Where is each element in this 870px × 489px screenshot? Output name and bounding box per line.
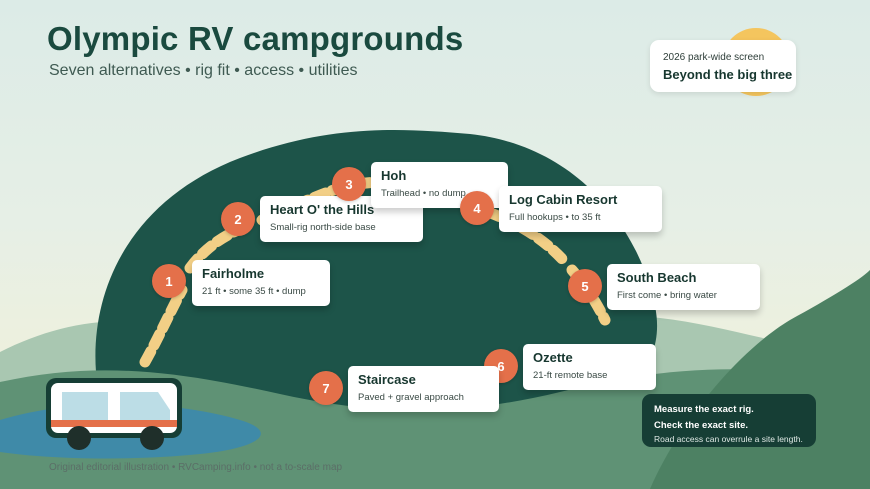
page-title: Olympic RV campgrounds bbox=[47, 20, 464, 57]
stop-pin-4: 4 bbox=[460, 191, 494, 225]
stop-card-ozette: Ozette 21-ft remote base bbox=[523, 344, 656, 390]
rv-icon bbox=[46, 378, 182, 450]
stop-name: Staircase bbox=[358, 372, 416, 387]
stop-name: Heart O' the Hills bbox=[270, 202, 375, 217]
stop-name: Fairholme bbox=[202, 266, 265, 281]
badge-big-text: Beyond the big three bbox=[663, 67, 793, 82]
stop-card-log-cabin-resort: Log Cabin Resort Full hookups • to 35 ft bbox=[499, 186, 662, 232]
stop-pin-5: 5 bbox=[568, 269, 602, 303]
stop-note: 21 ft • some 35 ft • dump bbox=[202, 286, 306, 297]
stop-pin-2: 2 bbox=[221, 202, 255, 236]
stop-note: Trailhead • no dump bbox=[381, 188, 466, 199]
stop-note: Small-rig north-side base bbox=[270, 222, 376, 233]
stop-name: Log Cabin Resort bbox=[509, 192, 618, 207]
stop-note: Paved + gravel approach bbox=[358, 392, 464, 403]
stop-pin-7: 7 bbox=[309, 371, 343, 405]
advice-line-1: Measure the exact rig. bbox=[654, 404, 754, 415]
stop-note: Full hookups • to 35 ft bbox=[509, 212, 601, 223]
stop-note: First come • bring water bbox=[617, 290, 717, 301]
advice-callout: Measure the exact rig. Check the exact s… bbox=[642, 394, 816, 447]
screen-badge: 2026 park-wide screen Beyond the big thr… bbox=[650, 40, 796, 92]
stop-card-fairholme: Fairholme 21 ft • some 35 ft • dump bbox=[192, 260, 330, 306]
footer-credit: Original editorial illustration • RVCamp… bbox=[49, 462, 343, 473]
stop-name: Hoh bbox=[381, 168, 407, 183]
stop-pin-3: 3 bbox=[332, 167, 366, 201]
stop-name: Ozette bbox=[533, 350, 573, 365]
stop-pin-1: 1 bbox=[152, 264, 186, 298]
stop-card-south-beach: South Beach First come • bring water bbox=[607, 264, 760, 310]
advice-line-2: Check the exact site. bbox=[654, 420, 748, 431]
stop-name: South Beach bbox=[617, 270, 697, 285]
badge-small-text: 2026 park-wide screen bbox=[663, 52, 765, 63]
stop-note: 21-ft remote base bbox=[533, 370, 608, 381]
advice-line-3: Road access can overrule a site length. bbox=[654, 434, 803, 444]
stop-card-staircase: Staircase Paved + gravel approach bbox=[348, 366, 499, 412]
page-subtitle: Seven alternatives • rig fit • access • … bbox=[49, 62, 358, 79]
